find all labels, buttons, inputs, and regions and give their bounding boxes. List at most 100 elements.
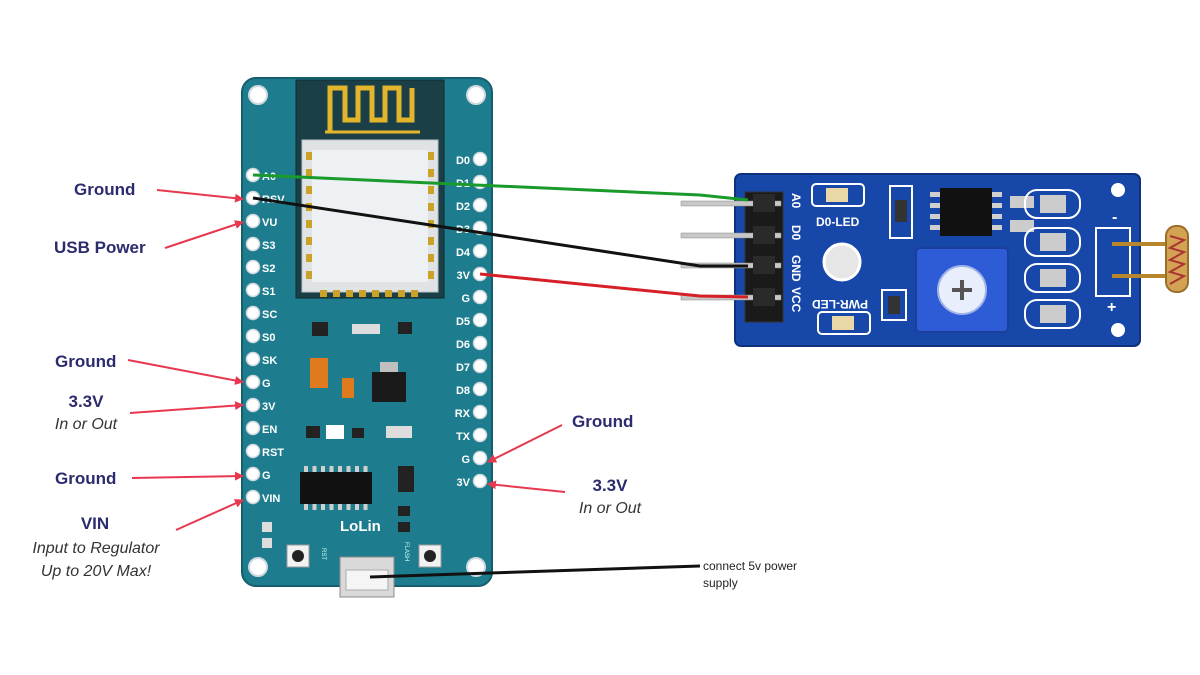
right-pin-label: D6 — [456, 339, 470, 351]
right-pin-d2[interactable] — [472, 197, 488, 213]
left-pin-label: SC — [262, 309, 277, 321]
left-pin-g[interactable] — [245, 466, 261, 482]
photoresistor — [1112, 225, 1189, 293]
chip-leg — [992, 203, 1002, 208]
esp-pad — [359, 290, 366, 297]
nodemcu-board: LoLin RST FLASH A0RSVVUS3S2S1SCS0SKG3VEN… — [241, 77, 493, 598]
power-note-line2: supply — [703, 576, 738, 590]
mount-hole — [1111, 183, 1125, 197]
left-pin-s3[interactable] — [245, 236, 261, 252]
callout-ground-rsv: Ground — [74, 180, 136, 199]
right-pin-g[interactable] — [472, 289, 488, 305]
chip-leg — [992, 225, 1002, 230]
right-pin-d0[interactable] — [472, 151, 488, 167]
right-pin-d4[interactable] — [472, 243, 488, 259]
left-pin-s2[interactable] — [245, 259, 261, 275]
arrow-ground-rsv — [156, 189, 244, 203]
left-pin-label: 3V — [262, 401, 276, 413]
chip-leg — [346, 466, 351, 472]
esp-pad — [346, 290, 353, 297]
left-pin-label: SK — [262, 355, 277, 367]
arrow-3v3-left — [129, 401, 244, 414]
esp-pad — [320, 290, 327, 297]
callout-vin-sub1: Input to Regulator — [32, 540, 160, 557]
right-pin-label: D7 — [456, 362, 470, 374]
arrow-ground-g2 — [131, 471, 244, 481]
left-pin-vu[interactable] — [245, 213, 261, 229]
chip-leg — [329, 466, 334, 472]
right-pin-d8[interactable] — [472, 381, 488, 397]
flash-button[interactable] — [418, 544, 442, 568]
arrow-3v3-right — [487, 480, 566, 493]
right-pin-tx[interactable] — [472, 427, 488, 443]
chip-leg — [312, 466, 317, 472]
left-pin-label: VU — [262, 217, 277, 229]
esp-pad — [411, 290, 418, 297]
right-pin-d6[interactable] — [472, 335, 488, 351]
right-pin-label: D4 — [456, 247, 471, 259]
left-pin-g[interactable] — [245, 374, 261, 390]
left-pin-3v[interactable] — [245, 397, 261, 413]
wire-usb-power — [369, 564, 701, 579]
chip-leg — [363, 466, 368, 472]
right-pin-d7[interactable] — [472, 358, 488, 374]
right-pin-3v[interactable] — [472, 473, 488, 489]
left-pin-sk[interactable] — [245, 351, 261, 367]
chip-leg — [992, 192, 1002, 197]
left-pin-s0[interactable] — [245, 328, 261, 344]
sensor-pin-a0[interactable] — [680, 200, 782, 207]
wire-3v-to-sensor-vcc — [479, 272, 749, 299]
chip — [312, 322, 328, 336]
sensor-pin-label: GND — [789, 255, 803, 282]
wire-a0-to-sensor-a0 — [252, 173, 749, 202]
right-pin-g[interactable] — [472, 450, 488, 466]
sensor-pin-d0[interactable] — [680, 232, 782, 239]
resistor — [1024, 263, 1081, 293]
usb-serial-chip — [300, 472, 372, 504]
chip — [352, 428, 364, 438]
chip-leg — [321, 504, 325, 510]
right-pin-label: D5 — [456, 316, 470, 328]
chip-leg — [338, 504, 342, 510]
sensor-pin-label: A0 — [789, 193, 803, 209]
wire-gnd-to-sensor-gnd — [252, 196, 748, 268]
chip-leg — [304, 466, 308, 472]
mount-hole — [248, 557, 268, 577]
esp-pad — [428, 271, 434, 279]
right-pin-rx[interactable] — [472, 404, 488, 420]
left-pin-en[interactable] — [245, 420, 261, 436]
left-pin-label: S1 — [262, 286, 275, 298]
callout-3v3-left-sub: In or Out — [54, 416, 118, 433]
chip-leg — [930, 203, 940, 208]
chip-leg — [329, 504, 334, 510]
resistor — [1024, 227, 1081, 257]
pwr-led — [832, 316, 854, 330]
potentiometer[interactable] — [915, 247, 1009, 333]
sensor-pin-housing — [753, 288, 775, 306]
led — [326, 425, 344, 439]
esp-pad — [372, 290, 379, 297]
esp-module — [295, 79, 445, 299]
regulator — [372, 372, 406, 402]
left-pin-sc[interactable] — [245, 305, 261, 321]
left-pin-label: G — [262, 378, 271, 390]
right-pin-label: D2 — [456, 201, 470, 213]
chip-leg — [338, 466, 342, 472]
chip-leg — [321, 466, 325, 472]
left-pin-rst[interactable] — [245, 443, 261, 459]
right-pin-d5[interactable] — [472, 312, 488, 328]
right-pin-label: TX — [456, 431, 471, 443]
polarity-minus: - — [1112, 209, 1117, 226]
callout-3v3-right-sub: In or Out — [578, 500, 642, 517]
callout-ground-g2: Ground — [55, 469, 117, 488]
callout-usb-power: USB Power — [54, 238, 146, 257]
left-pin-vin[interactable] — [245, 489, 261, 505]
right-pin-label: G — [461, 293, 470, 305]
left-pin-s1[interactable] — [245, 282, 261, 298]
left-pin-label: EN — [262, 424, 277, 436]
rst-button[interactable] — [286, 544, 310, 568]
esp-pad — [428, 254, 434, 262]
polarity-plus: + — [1107, 299, 1116, 316]
